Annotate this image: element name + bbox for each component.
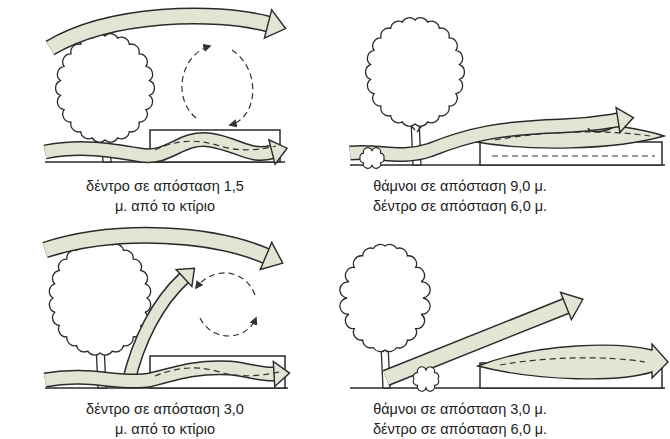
- airflow-arrow: [45, 10, 633, 387]
- airflow-outline: [50, 16, 268, 48]
- airflow-head: [264, 10, 285, 38]
- shrub: [413, 367, 439, 391]
- airflow-head: [616, 108, 633, 133]
- airflow-body: [350, 120, 618, 155]
- tree-crown: [340, 244, 430, 351]
- airflow-hook: [588, 128, 612, 132]
- flow-line: [500, 358, 645, 365]
- tree-crown: [56, 34, 155, 143]
- airflow-outline: [45, 235, 266, 256]
- airflow-head: [273, 361, 289, 386]
- airflow-body: [386, 306, 566, 378]
- airflow-outline: [350, 120, 618, 155]
- caption-text: θάμνοι σε απόσταση 3,0 μ.: [330, 399, 590, 419]
- airflow-head: [561, 292, 583, 319]
- shrub: [360, 148, 384, 169]
- airflow-body: [45, 235, 266, 256]
- caption-text: δέντρο σε απόσταση 3,0 μ. από το κτίριο: [85, 399, 245, 439]
- airflow-outline: [386, 306, 566, 378]
- airflow-outline: [45, 140, 272, 156]
- flow-line: [155, 141, 655, 376]
- caption-text: δέντρο σε απόσταση 6,0 μ.: [330, 196, 590, 216]
- caption-text: θάμνοι σε απόσταση 9,0 μ.: [330, 176, 590, 196]
- caption-text: δέντρο σε απόσταση 6,0 μ.: [330, 419, 590, 439]
- airflow-body: [45, 140, 272, 156]
- airflow-head: [269, 140, 287, 164]
- airflow-head: [176, 268, 194, 286]
- airflow-body: [50, 16, 268, 48]
- caption-text: δέντρο σε απόσταση 1,5 μ. από το κτίριο: [85, 176, 245, 216]
- airflow-head: [260, 242, 282, 269]
- tree-crown: [366, 18, 465, 127]
